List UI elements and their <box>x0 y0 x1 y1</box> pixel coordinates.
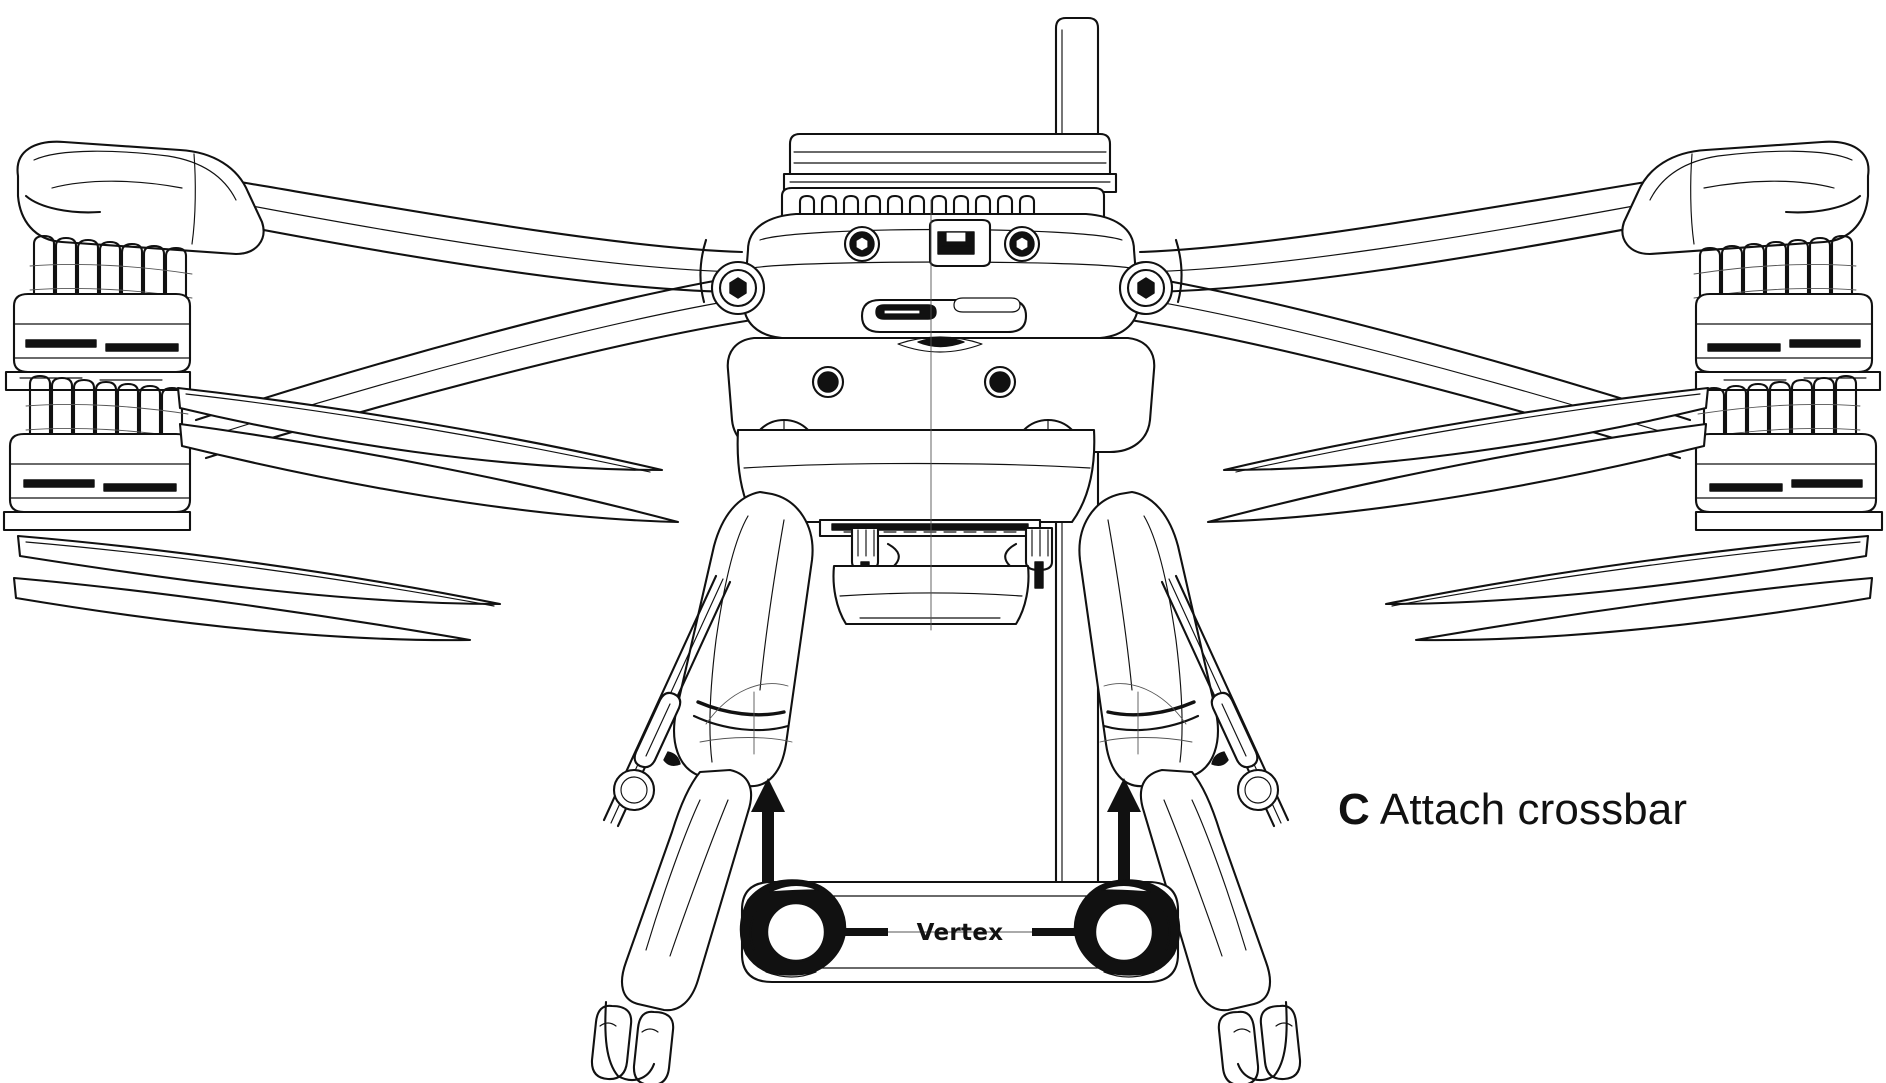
propeller-blades-left <box>12 386 680 642</box>
arm-pivot-left <box>710 260 766 316</box>
usb-c-port-panel <box>860 297 1028 334</box>
landing-leg-right <box>1078 490 1302 1083</box>
crossbar-clamp-right <box>1073 879 1181 978</box>
pressure-vent <box>897 336 983 353</box>
landing-leg-left <box>590 490 814 1083</box>
motor-assembly-rear-right <box>1694 374 1884 532</box>
top-deck-module <box>782 132 1118 194</box>
propeller-blades-right <box>1206 386 1874 642</box>
crossbar-clamp-left <box>739 879 847 978</box>
assembly-arrow-right <box>1107 778 1141 894</box>
crossbar-part: Vertex <box>739 879 1181 984</box>
rotor-arm-upper-right <box>1136 180 1656 304</box>
payload-latch-right <box>1024 526 1054 589</box>
drone-central-body <box>710 132 1174 631</box>
hex-screw-right-shoulder <box>1003 225 1041 263</box>
motor-assembly-rear-left <box>2 374 192 532</box>
ethernet-port <box>928 218 992 268</box>
body-screw-left <box>811 365 845 399</box>
crossbar-brand-text: Vertex <box>917 920 1004 946</box>
assembly-arrow-left <box>751 778 785 894</box>
hex-screw-left-shoulder <box>843 225 881 263</box>
arm-pivot-right <box>1118 260 1174 316</box>
step-text: Attach crossbar <box>1379 785 1688 834</box>
rotor-arm-upper-left <box>230 180 746 304</box>
motor-assembly-front-left <box>4 140 265 392</box>
body-screw-right <box>983 365 1017 399</box>
step-letter: C <box>1338 785 1370 834</box>
motor-assembly-front-right <box>1621 140 1882 392</box>
